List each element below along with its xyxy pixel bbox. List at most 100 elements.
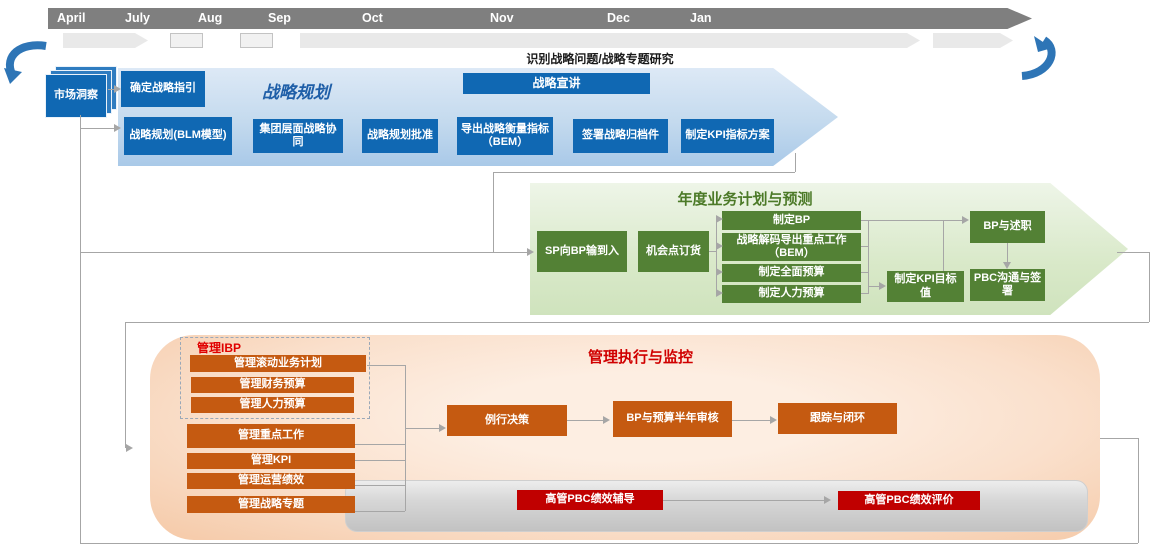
connector-line (716, 219, 717, 295)
phase-block (170, 33, 203, 48)
box-kpi-target: 制定KPI目标值 (887, 271, 964, 302)
connector-line (405, 365, 406, 511)
connector-line (1138, 438, 1139, 543)
arrow-icon (603, 416, 610, 424)
box-pbc-sign: PBC沟通与签署 (970, 269, 1045, 301)
box-sign-archive: 签署战略归档件 (573, 119, 668, 153)
arrow-icon (824, 496, 831, 504)
box-opportunity: 机会点订货 (638, 231, 709, 272)
arrow-icon (716, 289, 723, 297)
arrow-icon (962, 216, 969, 224)
connector-line (355, 444, 405, 445)
strategy-title: 战略规划 (262, 83, 330, 102)
connector-line (493, 172, 795, 173)
box-halfyear-review: BP与预算半年审核 (613, 401, 732, 437)
connector-line (493, 172, 494, 252)
connector-line (709, 251, 717, 252)
connector-line (1117, 252, 1149, 253)
connector-line (355, 460, 405, 461)
box-bp-review: BP与述职 (970, 211, 1045, 243)
box-strategy-approval: 战略规划批准 (362, 119, 438, 153)
box-pbc-coach: 高管PBC绩效辅导 (517, 490, 663, 510)
phase-arrow (63, 33, 148, 48)
connector-line (80, 252, 527, 253)
box-finance-budget: 管理财务预算 (191, 377, 354, 393)
connector-line (943, 220, 944, 271)
connector-line (1100, 438, 1138, 439)
connector-line (125, 322, 1149, 323)
connector-line (868, 286, 880, 287)
loop-arrow-icon (4, 41, 47, 84)
ibp-group-outline (180, 337, 370, 419)
arrow-icon (439, 424, 446, 432)
box-bem-metrics: 导出战略衡量指标（BEM） (457, 117, 553, 155)
market-insight-box: 市场洞察 (45, 74, 107, 118)
connector-line (861, 246, 868, 247)
box-sp-input: SP向BP输到入 (537, 231, 627, 272)
arrow-icon (770, 416, 777, 424)
box-hr-budget: 制定人力预算 (722, 285, 861, 303)
arrow-icon (879, 282, 886, 290)
box-key-work: 管理重点工作 (187, 424, 355, 448)
phase-arrow (933, 33, 1013, 48)
timeline-month: July (125, 11, 151, 25)
box-kpi-plan: 制定KPI指标方案 (681, 119, 774, 153)
box-manage-kpi: 管理KPI (187, 453, 355, 469)
timeline-month: Aug (198, 11, 223, 25)
execution-title: 管理执行与监控 (588, 349, 694, 366)
connector-line (108, 89, 116, 90)
connector-line (80, 115, 81, 543)
connector-line (663, 500, 826, 501)
research-label: 识别战略问题/战略专题研究 (526, 52, 674, 66)
connector-line (795, 153, 796, 172)
box-strategy-guide: 确定战略指引 (121, 71, 205, 107)
box-track-close: 跟踪与闭环 (778, 403, 897, 434)
arrow-icon (716, 215, 723, 223)
phase-block (240, 33, 273, 48)
box-strategy-decode: 战略解码导出重点工作（BEM） (722, 233, 861, 261)
connector-line (125, 322, 126, 448)
arrow-icon (527, 248, 534, 256)
box-rolling-plan: 管理滚动业务计划 (190, 355, 366, 372)
connector-line (732, 420, 772, 421)
loop-arrow-icon (1021, 36, 1056, 80)
box-make-bp: 制定BP (722, 211, 861, 230)
connector-line (1007, 243, 1008, 263)
box-strategy-blm: 战略规划(BLM模型) (124, 117, 232, 155)
arrow-icon (716, 242, 723, 250)
box-strategy-topics: 管理战略专题 (187, 496, 355, 513)
connector-line (861, 220, 962, 221)
timeline-month: Oct (362, 11, 383, 25)
ibp-group-label: 管理IBP (197, 341, 242, 355)
box-group-alignment: 集团层面战略协同 (253, 119, 343, 153)
annual-title: 年度业务计划与预测 (677, 191, 813, 208)
connector-line (355, 485, 405, 486)
connector-line (405, 428, 441, 429)
connector-line (861, 293, 868, 294)
box-pbc-evaluate: 高管PBC绩效评价 (838, 491, 980, 510)
timeline-month: Sep (268, 11, 291, 25)
connector-line (868, 220, 869, 294)
timeline-month: Jan (690, 11, 712, 25)
box-strategy-preach: 战略宣讲 (463, 73, 650, 94)
connector-line (861, 272, 868, 273)
connector-line (567, 420, 605, 421)
phase-arrow-long (300, 33, 920, 48)
box-hr-budget-manage: 管理人力预算 (191, 397, 354, 413)
timeline-bar (48, 8, 1032, 29)
box-routine-decision: 例行决策 (447, 405, 567, 436)
connector-line (80, 128, 116, 129)
connector-line (355, 511, 405, 512)
connector-line (80, 543, 1138, 544)
connector-line (1149, 252, 1150, 322)
arrow-icon (716, 268, 723, 276)
arrow-icon (1003, 262, 1011, 269)
box-full-budget: 制定全面预算 (722, 264, 861, 282)
timeline-month: Dec (607, 11, 630, 25)
arrow-icon (114, 85, 121, 93)
timeline-month: April (57, 11, 86, 25)
connector-line (367, 365, 405, 366)
arrow-icon (126, 444, 133, 452)
timeline-month: Nov (490, 11, 514, 25)
